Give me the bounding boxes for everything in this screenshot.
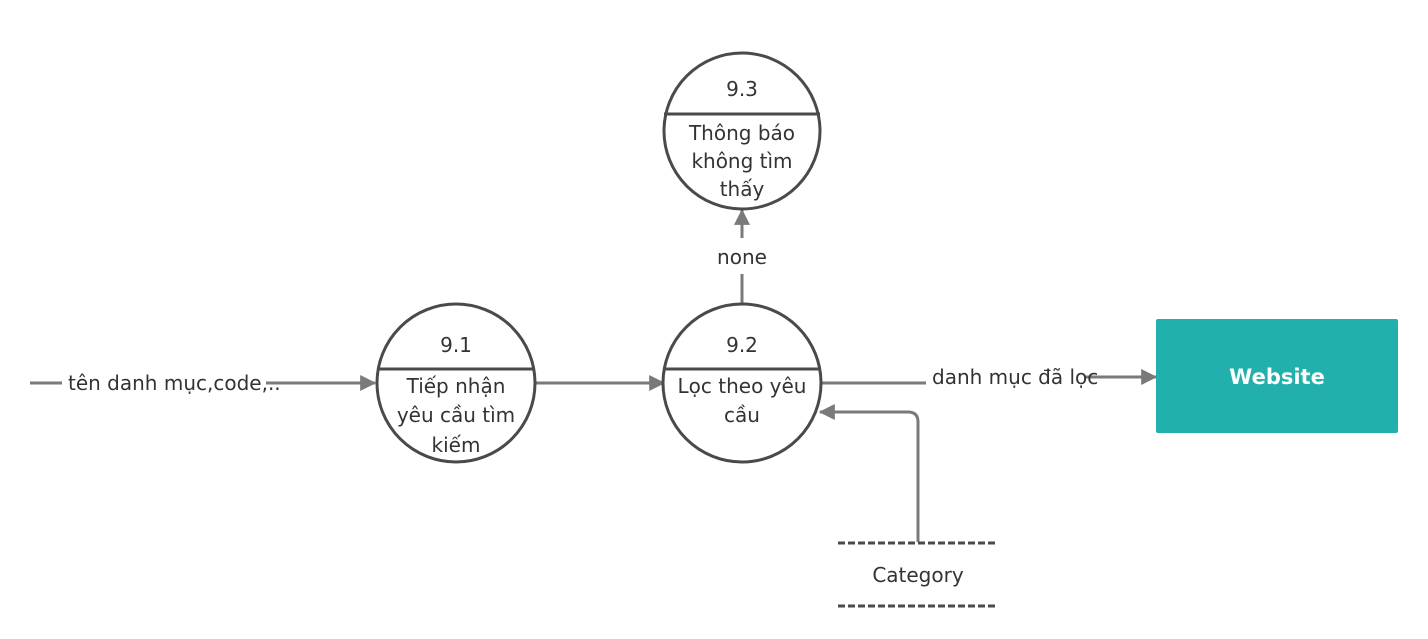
process-9-3: 9.3 Thông báo không tìm thấy <box>662 51 822 211</box>
process-number: 9.2 <box>726 333 758 357</box>
process-label-line: cầu <box>724 403 760 427</box>
process-label-line: kiếm <box>432 433 481 457</box>
process-number: 9.1 <box>440 333 472 357</box>
flow-category-to-9-2 <box>818 404 920 542</box>
flow-none: none <box>717 208 767 303</box>
data-store-label: Category <box>872 563 964 587</box>
process-label-line: Thông báo <box>688 121 795 145</box>
external-entity-label: Website <box>1229 365 1325 389</box>
flow-input: tên danh mục,code,.. <box>30 371 377 395</box>
process-9-1: 9.1 Tiếp nhận yêu cầu tìm kiếm <box>375 302 537 464</box>
process-label-line: yêu cầu tìm <box>397 403 515 427</box>
process-label-line: Lọc theo yêu <box>678 374 807 398</box>
process-label-line: Tiếp nhận <box>406 374 506 398</box>
process-9-2: 9.2 Lọc theo yêu cầu <box>661 302 823 464</box>
flow-label-none: none <box>717 245 767 269</box>
external-entity-website: Website <box>1156 319 1398 433</box>
process-number: 9.3 <box>726 77 758 101</box>
flow-filtered: danh mục đã lọc <box>820 365 1158 389</box>
flow-label-filtered: danh mục đã lọc <box>932 365 1098 389</box>
flow-label-input: tên danh mục,code,.. <box>68 371 281 395</box>
process-label-line: không tìm <box>691 149 792 173</box>
process-label-line: thấy <box>720 177 765 201</box>
data-store-category: Category <box>838 541 998 608</box>
